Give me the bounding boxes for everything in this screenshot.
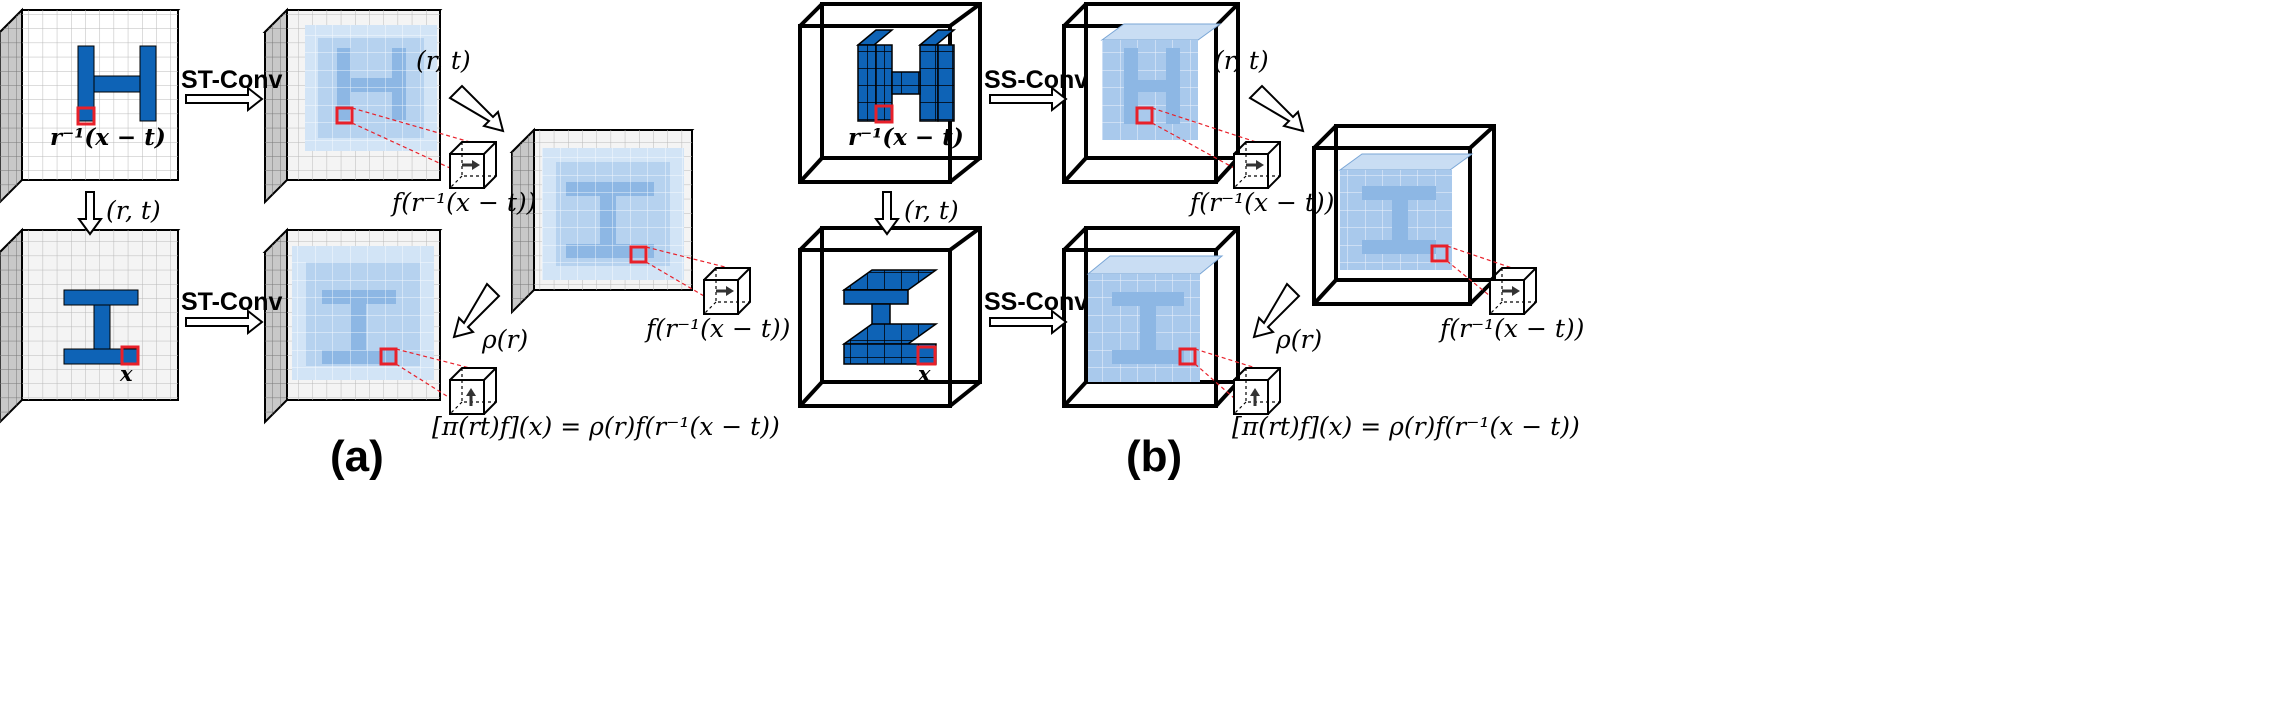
arrow-transform-down-b — [874, 191, 900, 236]
arrow-conv-top-b — [989, 85, 1068, 113]
feature-volume-b-top — [1062, 2, 1240, 184]
input-point-label: r⁻¹(x − t) — [848, 124, 964, 151]
highlight-voxel — [1135, 106, 1154, 125]
highlight-voxel — [120, 345, 140, 366]
arrow-transform-down-a — [77, 191, 103, 236]
feature-label-top: f(r⁻¹(x − t)) — [392, 188, 537, 217]
highlight-voxel — [916, 345, 937, 366]
arrow-rep-b — [1252, 282, 1301, 339]
highlight-voxel — [1178, 347, 1197, 366]
feature-map-a-top — [262, 7, 443, 205]
rep-label: ρ(r) — [1276, 325, 1323, 354]
transform-right-label: (r, t) — [416, 46, 471, 75]
arrow-transform-right-b — [1248, 84, 1305, 133]
feature-label-top: f(r⁻¹(x − t)) — [1190, 188, 1335, 217]
highlight-voxel — [76, 106, 96, 126]
arrow-conv-top-a — [185, 85, 264, 113]
arrow-rep-a — [452, 282, 501, 339]
feature-map-a-bottom — [262, 227, 443, 425]
ss-conv-label-top: SS-Conv — [984, 66, 1089, 94]
arrow-conv-bottom-a — [185, 308, 264, 336]
rep-label: ρ(r) — [482, 325, 529, 354]
st-conv-label-top: ST-Conv — [181, 66, 283, 94]
transform-down-label: (r, t) — [904, 196, 959, 225]
output-point-label: x — [918, 361, 931, 386]
highlight-voxel — [629, 245, 648, 264]
highlight-voxel — [379, 347, 398, 366]
highlight-voxel — [335, 106, 354, 125]
letter-i-shape — [63, 289, 139, 365]
feature-label-right: f(r⁻¹(x − t)) — [646, 314, 791, 343]
feature-volume-b-right — [1312, 124, 1496, 306]
equivariance-equation: [π(rt)f](x) = ρ(r)f(r⁻¹(x − t)) — [432, 412, 780, 441]
highlight-voxel — [874, 104, 894, 124]
input-volume-b-bottom — [798, 226, 982, 408]
ss-conv-label-bottom: SS-Conv — [984, 288, 1089, 316]
highlight-voxel — [1430, 244, 1449, 263]
feature-map-a-right — [509, 127, 695, 315]
arrow-conv-bottom-b — [989, 308, 1068, 336]
input-volume-b-top — [798, 2, 982, 184]
equivariance-equation: [π(rt)f](x) = ρ(r)f(r⁻¹(x − t)) — [1232, 412, 1580, 441]
panel-label-b: (b) — [1126, 432, 1183, 481]
feature-volume-b-bottom — [1062, 226, 1240, 408]
input-point-label: r⁻¹(x − t) — [50, 124, 166, 151]
transform-down-label: (r, t) — [106, 196, 161, 225]
input-grid-a-bottom — [0, 227, 181, 424]
transform-right-label: (r, t) — [1214, 46, 1269, 75]
st-conv-label-bottom: ST-Conv — [181, 288, 283, 316]
letter-h-shape — [77, 45, 157, 122]
feature-label-right: f(r⁻¹(x − t)) — [1440, 314, 1585, 343]
arrow-transform-right-a — [448, 84, 505, 133]
panel-label-a: (a) — [330, 432, 384, 481]
input-grid-a-top — [0, 7, 181, 204]
output-point-label: x — [120, 361, 133, 386]
